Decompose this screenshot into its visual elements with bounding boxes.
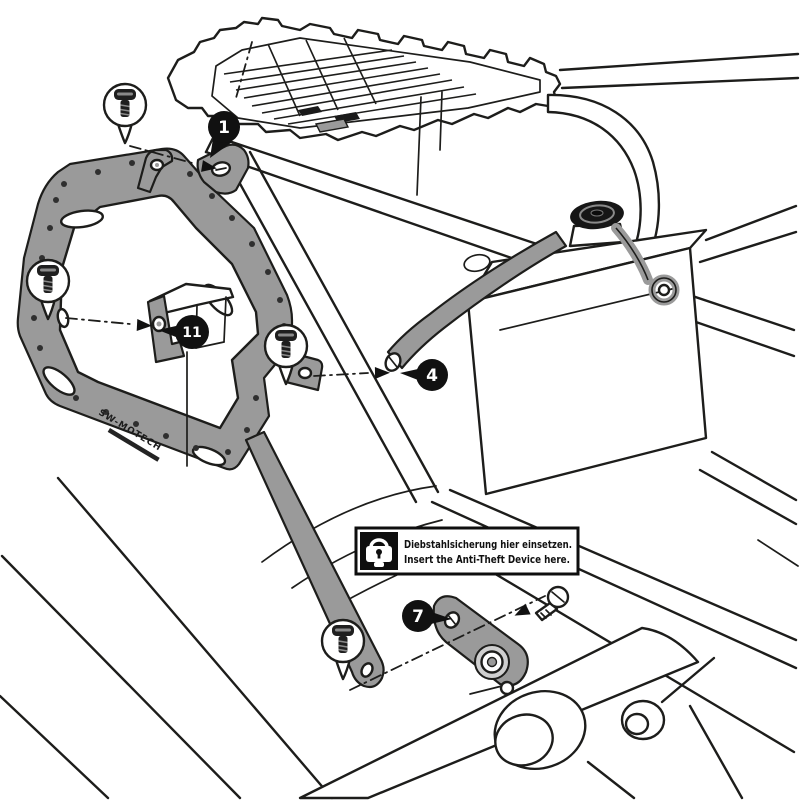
hook-bracket	[611, 223, 680, 306]
lever-arm-7	[432, 595, 529, 696]
callout-4: 4	[400, 359, 448, 391]
carrier-slot	[191, 445, 227, 467]
carrier-left-insert	[56, 307, 70, 329]
carrier-emboss-bar	[107, 428, 160, 462]
rack-rib-lines	[223, 37, 477, 125]
balloon-screw-4	[320, 618, 366, 681]
callout-11: 11	[158, 315, 209, 349]
balloon-screw-3	[263, 323, 309, 386]
frame-grommet	[568, 200, 626, 248]
luggage-rack	[166, 16, 800, 142]
svg-text:7: 7	[412, 607, 424, 627]
assembly-arrow	[511, 603, 531, 621]
balloon-screw-2	[25, 258, 71, 321]
svg-text:4: 4	[426, 366, 438, 386]
loose-screw	[534, 585, 570, 622]
side-carrier-plate: SW-MOTECH	[16, 147, 385, 689]
carrier-slot	[59, 209, 105, 229]
anti-theft-note: Diebstahlsicherung hier einsetzen. Inser…	[354, 526, 580, 576]
callout-7: 7	[402, 600, 452, 632]
rack-shade	[314, 118, 350, 133]
carrier-top-arm	[136, 148, 174, 194]
note-line-de: Diebstahlsicherung hier einsetzen.	[404, 539, 572, 551]
mount-strap-4	[386, 230, 568, 370]
callout-1: 1	[208, 111, 240, 158]
balloon-screw-1	[102, 82, 148, 145]
svg-text:1: 1	[218, 118, 230, 138]
carrier-slot	[42, 366, 76, 396]
note-line-en: Insert the Anti-Theft Device here.	[404, 554, 570, 566]
subframe	[0, 91, 799, 800]
rack-slot	[298, 106, 322, 116]
padlock-icon	[366, 538, 392, 567]
rack-inner-edge	[211, 37, 541, 129]
svg-text:11: 11	[182, 325, 201, 341]
assembly-lines	[65, 41, 546, 691]
